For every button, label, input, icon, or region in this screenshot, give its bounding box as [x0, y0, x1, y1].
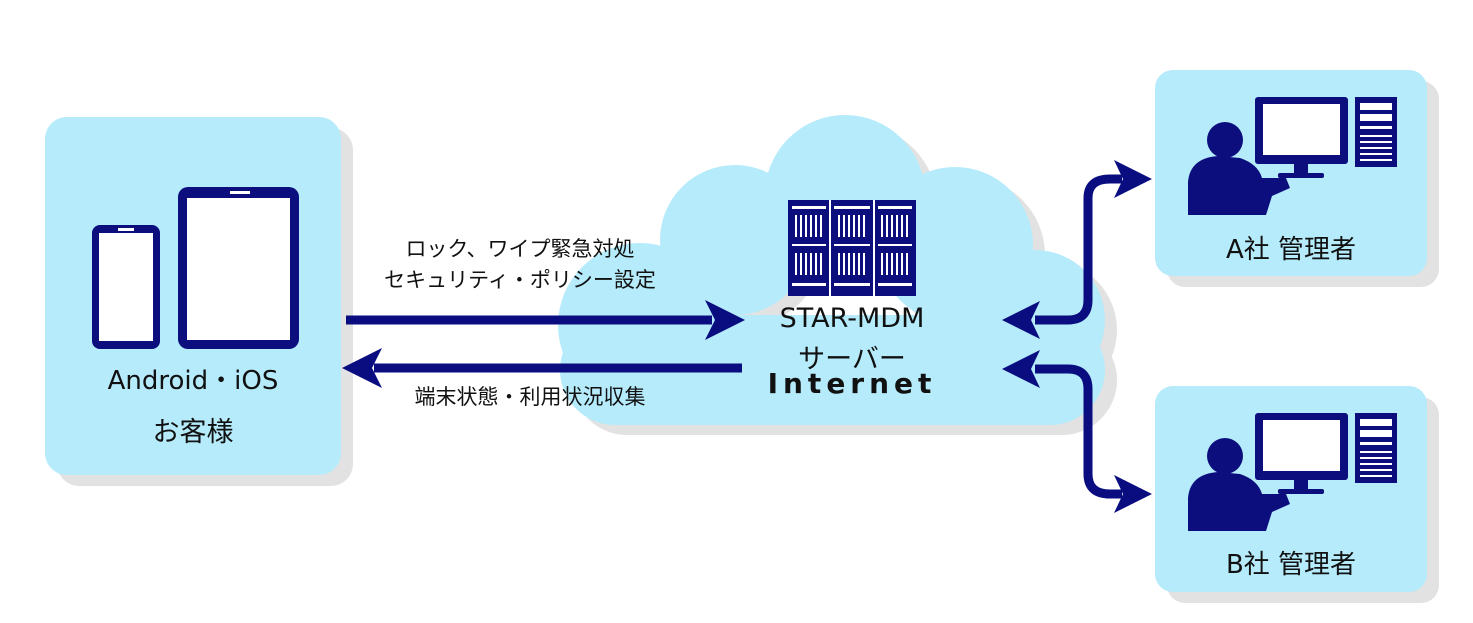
- server-rack-icon: [788, 200, 916, 296]
- customer-platform-label: Android・iOS: [107, 366, 279, 396]
- arrow-server-admin-a: [1002, 160, 1152, 339]
- arrow-label-to-server-line2: セキュリティ・ポリシー設定: [384, 268, 656, 292]
- arrow-customer-to-server: [346, 300, 745, 340]
- arrow-label-to-server-line1: ロック、ワイプ緊急対処: [405, 237, 635, 261]
- arrow-server-admin-b: [1002, 350, 1152, 513]
- admin-at-computer-icon: [1188, 413, 1397, 531]
- arrow-label-to-customer: 端末状態・利用状況収集: [414, 385, 646, 409]
- server-name-line1: STAR-MDM: [779, 303, 925, 334]
- arrow-server-to-customer: [342, 348, 742, 388]
- network-label: Internet: [767, 367, 937, 400]
- customer-name-label: お客様: [152, 417, 234, 448]
- smartphone-icon: [92, 225, 160, 349]
- admin-at-computer-icon: [1188, 97, 1397, 215]
- admin-a-label: A社 管理者: [1225, 235, 1357, 265]
- server-name-line2: サーバー: [798, 344, 906, 375]
- tablet-icon: [178, 187, 299, 349]
- admin-b-label: B社 管理者: [1225, 550, 1357, 580]
